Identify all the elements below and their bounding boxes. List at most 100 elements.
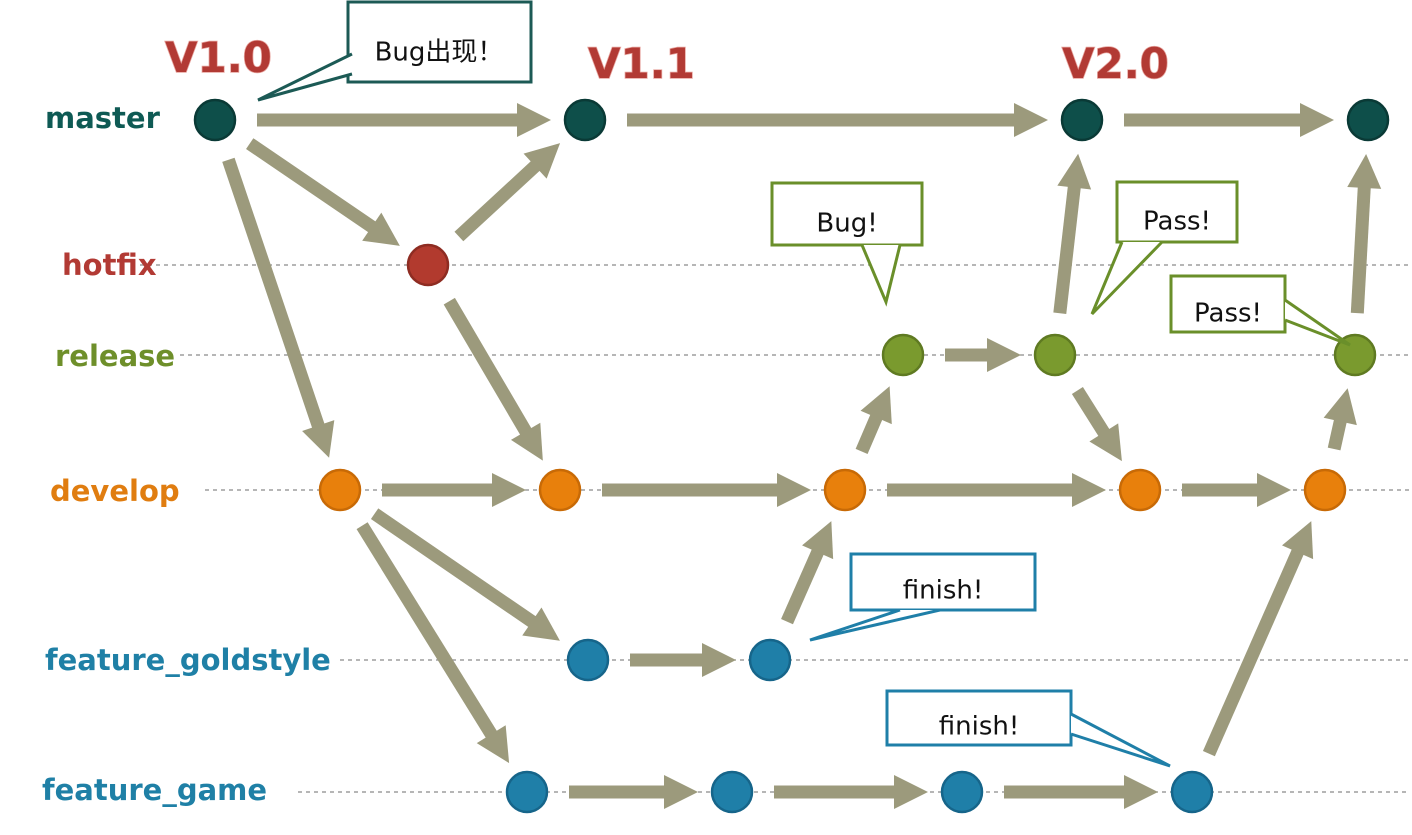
arrow-head: [894, 775, 928, 809]
callout-text: Pass!: [1143, 207, 1211, 237]
lane-label-feature-game: feature_game: [42, 773, 267, 807]
arrow-m3-m4: [1124, 103, 1334, 137]
arrow-shaft: [630, 653, 706, 667]
arrow-d2-d3: [602, 473, 811, 507]
arrow-head: [702, 643, 736, 677]
arrow-shaft: [1202, 545, 1306, 757]
arrow-f1-f2: [569, 775, 698, 809]
arrow-r2-m3: [1053, 153, 1092, 315]
commit-node-feature-game: [1170, 770, 1214, 814]
arrow-d5-r3: [1323, 388, 1357, 451]
arrow-shaft: [222, 157, 326, 432]
arrow-m1-h1: [246, 138, 400, 246]
arrow-g1-g2: [630, 643, 736, 677]
arrow-shaft: [356, 522, 499, 741]
arrow-head: [302, 420, 335, 458]
commit-node-feature-goldstyle: [566, 638, 610, 682]
arrow-h1-d2: [443, 297, 543, 461]
lane-label-hotfix: hotfix: [62, 248, 157, 282]
arrow-h1-m2: [454, 143, 561, 242]
arrow-f3-f4: [1004, 775, 1158, 809]
arrow-shaft: [1004, 785, 1128, 799]
commit-node-feature-goldstyle: [748, 638, 792, 682]
arrow-head: [777, 473, 811, 507]
callout-text: Pass!: [1194, 299, 1262, 329]
commit-node-develop: [318, 468, 362, 512]
commit-node-master: [1346, 98, 1390, 142]
arrow-head: [1057, 153, 1092, 190]
callout-finish-1: finish!: [809, 552, 1037, 642]
commit-node-develop: [1118, 468, 1162, 512]
arrow-shaft: [602, 483, 781, 497]
arrow-shaft: [382, 483, 496, 497]
callout-box: [1115, 180, 1239, 244]
callout-box: [346, 0, 533, 84]
arrow-head: [802, 521, 834, 560]
callout-box: [849, 552, 1037, 612]
arrow-head: [860, 386, 892, 425]
arrow-r3-m4: [1347, 153, 1382, 314]
arrow-m1-d1: [222, 157, 335, 458]
callout-text: Bug出现！: [375, 38, 504, 68]
arrow-head: [492, 473, 526, 507]
callout-text: Bug!: [816, 209, 877, 239]
commit-node-master: [193, 98, 237, 142]
arrow-shaft: [443, 297, 534, 439]
arrow-shaft: [1327, 416, 1348, 451]
arrow-head: [987, 338, 1021, 372]
arrow-shaft: [774, 785, 898, 799]
arrow-shaft: [855, 411, 884, 454]
commit-node-feature-game: [710, 770, 754, 814]
arrow-head: [1072, 473, 1106, 507]
arrow-head: [1300, 103, 1334, 137]
commit-node-master: [563, 98, 607, 142]
version-label-v1-0: V1.0: [165, 33, 272, 82]
arrow-head: [517, 103, 551, 137]
version-label-v2-0: V2.0: [1062, 39, 1169, 88]
arrow-shaft: [1182, 483, 1261, 497]
arrow-shaft: [257, 113, 521, 127]
callout-pointer: [1070, 712, 1171, 768]
arrow-d1-g1: [370, 508, 560, 641]
arrow-m2-m3: [627, 103, 1048, 137]
callouts: Bug出现！ Bug! Pass! Pass! finish! finish!: [257, 0, 1351, 768]
commit-node-release: [881, 333, 925, 377]
arrow-d3-r1: [855, 386, 892, 454]
callout-pointer: [860, 244, 902, 307]
callout-pointer: [1284, 298, 1351, 347]
arrow-shaft: [569, 785, 668, 799]
commit-node-master: [1060, 98, 1104, 142]
arrow-d1-f1: [356, 522, 510, 764]
commit-node-release: [1033, 333, 1077, 377]
lane-lines: [140, 264, 1410, 793]
arrow-head: [1089, 423, 1122, 462]
arrow-r1-r2: [945, 338, 1021, 372]
arrow-shaft: [945, 348, 991, 362]
arrow-shaft: [454, 158, 543, 242]
callout-bug: Bug!: [770, 181, 924, 307]
commit-node-release: [1333, 333, 1377, 377]
callout-pointer: [809, 608, 941, 642]
lane-label-develop: develop: [50, 474, 180, 508]
arrow-head: [523, 143, 561, 179]
callout-text: finish!: [939, 712, 1020, 742]
arrow-head: [1323, 388, 1357, 426]
arrow-shaft: [1071, 387, 1112, 440]
callout-pass-2: Pass!: [1169, 274, 1351, 347]
callout-bug-appear: Bug出现！: [257, 0, 533, 102]
arrow-head: [1014, 103, 1048, 137]
arrow-head: [476, 725, 510, 764]
arrow-head: [664, 775, 698, 809]
arrow-head: [1257, 473, 1291, 507]
arrow-f4-d5: [1202, 521, 1314, 757]
callout-pointer: [257, 52, 353, 102]
arrow-shaft: [246, 138, 379, 235]
arrow-head: [362, 212, 400, 246]
arrow-head: [522, 607, 560, 641]
arrow-r2-d4: [1071, 387, 1122, 462]
lane-label-release: release: [55, 339, 175, 373]
lane-label-feature-goldstyle: feature_goldstyle: [45, 643, 331, 677]
commit-node-develop: [1303, 468, 1347, 512]
callout-finish-2: finish!: [885, 689, 1171, 768]
